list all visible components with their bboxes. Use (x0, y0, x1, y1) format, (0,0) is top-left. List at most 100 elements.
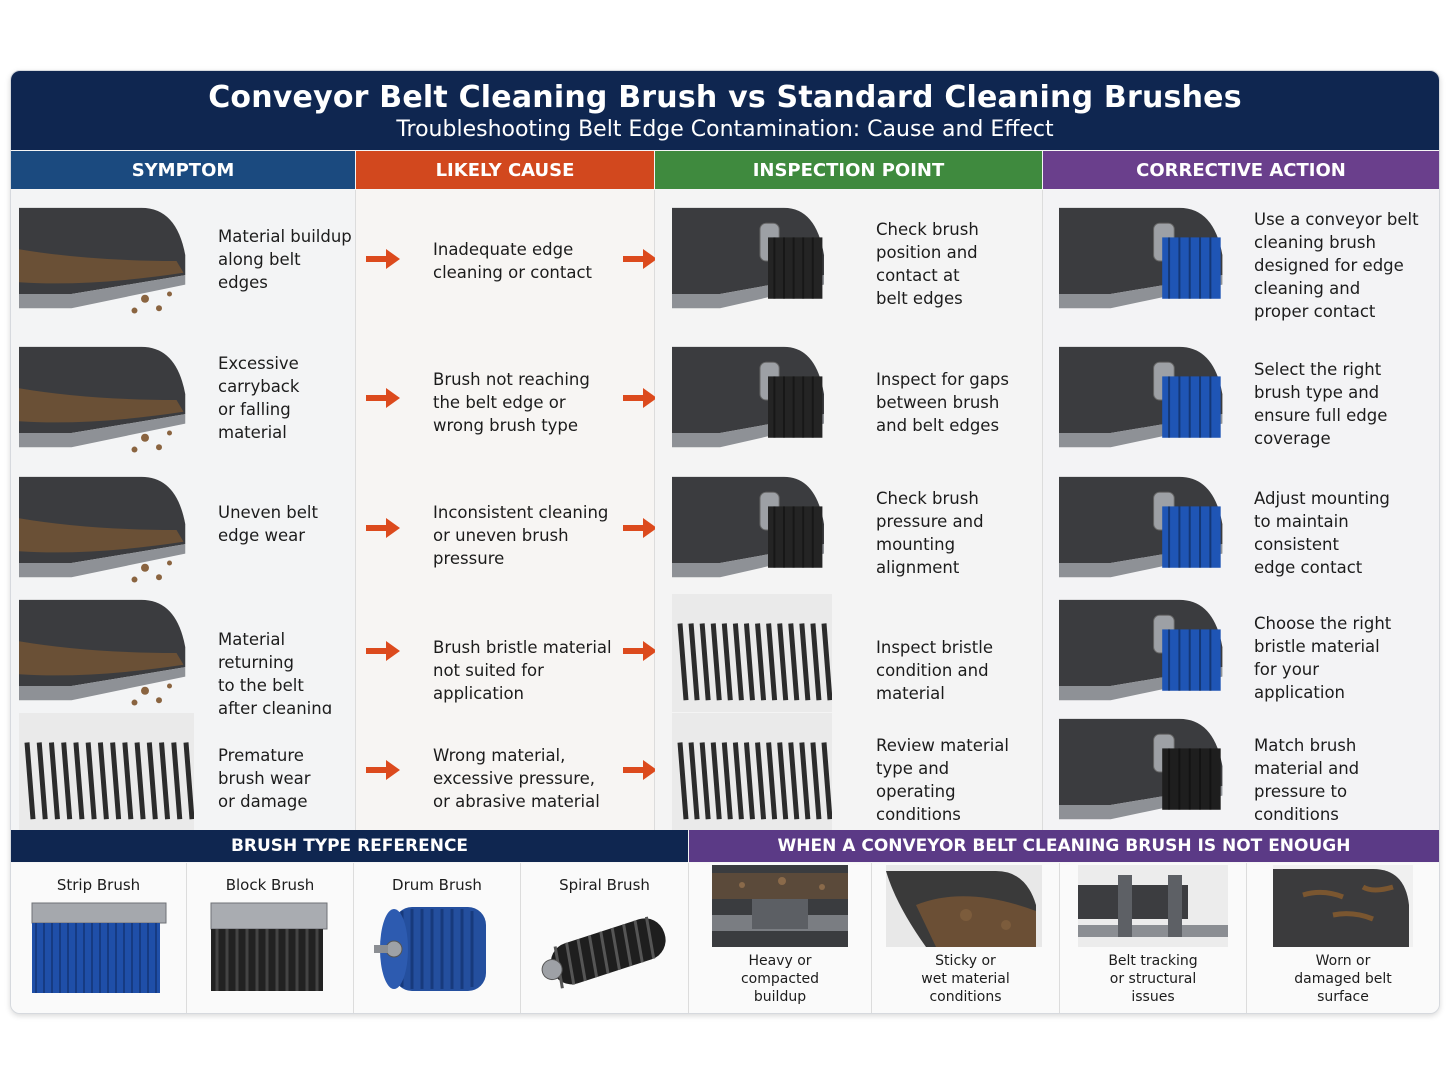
symptom-text: Excessive carryback or falling material (218, 354, 300, 442)
action-image (1059, 207, 1223, 309)
action-cell: Adjust mounting to maintain consistent e… (1043, 467, 1439, 592)
inspection-cell: Review material type and operating condi… (655, 713, 1043, 831)
action-image (1059, 476, 1223, 577)
action-cell: Match brush material and pressure to con… (1043, 714, 1439, 830)
action-image (1059, 346, 1223, 447)
belt-tracking-card: Belt tracking or structural issues (1060, 863, 1247, 1013)
cause-cell: Inadequate edge cleaning or contact (356, 190, 657, 332)
inspection-image (672, 594, 832, 712)
cause-cell: Inconsistent cleaning or uneven brush pr… (356, 467, 657, 592)
sticky-material-label: Sticky or wet material conditions (921, 953, 1010, 1005)
symptom-cell: Premature brush wear or damage (11, 713, 356, 831)
inspection-text: Inspect for gaps between brush and belt … (876, 370, 1009, 435)
symptom-cell: Uneven belt edge wear (11, 467, 356, 592)
action-text: Select the right brush type and ensure f… (1254, 360, 1388, 448)
spiral-brush-label: Spiral Brush (559, 876, 650, 894)
action-cell: Choose the right bristle material for yo… (1043, 592, 1439, 714)
cause-text: Brush not reaching the belt edge or wron… (433, 370, 590, 435)
belt-tracking-label: Belt tracking or structural issues (1108, 953, 1198, 1005)
block-brush-image (210, 902, 328, 991)
drum-brush-image (374, 907, 486, 991)
infographic: Conveyor Belt Cleaning Brush vs Standard… (10, 70, 1440, 1014)
symptom-image (19, 207, 186, 314)
block-brush-label: Block Brush (225, 876, 315, 894)
worn-belt-label: Worn or damaged belt surface (1294, 953, 1392, 1005)
inspection-text: Check brush pressure and mounting alignm… (876, 489, 984, 577)
arrow-right-icon (366, 641, 400, 661)
symptom-image (19, 599, 186, 706)
action-text: Match brush material and pressure to con… (1254, 736, 1360, 824)
action-cell: Use a conveyor belt cleaning brush desig… (1043, 190, 1439, 332)
worn-belt-image (1273, 865, 1413, 947)
inspection-cell: Inspect bristle condition and material (655, 592, 1043, 714)
strip-brush-image (31, 902, 167, 993)
symptom-text: Premature brush wear or damage (218, 746, 311, 811)
cause-text: Wrong material, excessive pressure, or a… (433, 746, 600, 811)
inspection-image (672, 713, 832, 831)
cause-cell: Wrong material, excessive pressure, or a… (356, 714, 657, 830)
arrow-right-icon (366, 387, 400, 408)
symptom-text: Material buildup along belt edges (218, 227, 352, 292)
strip-brush-card: Strip Brush (11, 863, 187, 1013)
arrow-right-icon (623, 760, 657, 780)
inspection-cell: Inspect for gaps between brush and belt … (655, 332, 1043, 467)
cause-text: Inconsistent cleaning or uneven brush pr… (433, 503, 609, 568)
drum-brush-label: Drum Brush (392, 876, 482, 894)
column-header-action: CORRECTIVE ACTION (1043, 151, 1439, 189)
inspection-cell: Check brush pressure and mounting alignm… (655, 467, 1043, 592)
table-row: Premature brush wear or damage Wrong mat… (11, 713, 1439, 831)
symptom-image (19, 476, 186, 583)
page-title: Conveyor Belt Cleaning Brush vs Standard… (208, 80, 1242, 115)
sticky-material-card: Sticky or wet material conditions (872, 863, 1060, 1013)
page-subtitle: Troubleshooting Belt Edge Contamination:… (396, 117, 1054, 142)
symptom-text: Material returning to the belt after cle… (218, 630, 333, 718)
cause-text: Brush bristle material not suited for ap… (433, 638, 612, 703)
symptom-cell: Material returning to the belt after cle… (11, 592, 356, 718)
arrow-right-icon (623, 249, 657, 269)
symptom-cell: Excessive carryback or falling material (11, 332, 356, 467)
sticky-material-image (886, 865, 1042, 947)
action-text: Use a conveyor belt cleaning brush desig… (1254, 210, 1419, 321)
drum-brush-card: Drum Brush (354, 863, 521, 1013)
cause-cell: Brush not reaching the belt edge or wron… (356, 332, 657, 467)
arrow-right-icon (366, 249, 400, 269)
symptom-text: Uneven belt edge wear (218, 503, 318, 545)
block-brush-card: Block Brush (187, 863, 354, 1013)
column-header-inspection: INSPECTION POINT (655, 151, 1042, 189)
action-cell: Select the right brush type and ensure f… (1043, 332, 1439, 467)
title-banner: Conveyor Belt Cleaning Brush vs Standard… (11, 71, 1439, 150)
inspection-image (672, 476, 824, 577)
action-image (1059, 718, 1223, 820)
heavy-buildup-label: Heavy or compacted buildup (740, 953, 820, 1005)
action-text: Adjust mounting to maintain consistent e… (1254, 489, 1390, 577)
action-text: Choose the right bristle material for yo… (1254, 614, 1392, 702)
inspection-text: Inspect bristle condition and material (876, 638, 993, 703)
worn-belt-card: Worn or damaged belt surface (1247, 863, 1439, 1013)
heavy-buildup-card: Heavy or compacted buildup (689, 863, 872, 1013)
belt-tracking-image (1078, 865, 1228, 947)
arrow-right-icon (623, 517, 657, 538)
brush-reference-header: BRUSH TYPE REFERENCE (11, 830, 688, 862)
inspection-text: Check brush position and contact at belt… (876, 220, 979, 308)
arrow-right-icon (366, 760, 400, 780)
table-row: Material buildup along belt edges Inadeq… (11, 190, 1439, 333)
spiral-brush-card: Spiral Brush (521, 863, 689, 1013)
column-header-symptom: SYMPTOM (11, 151, 355, 189)
column-header-cause: LIKELY CAUSE (356, 151, 654, 189)
arrow-right-icon (623, 641, 657, 661)
arrow-right-icon (623, 387, 657, 408)
heavy-buildup-image (712, 865, 848, 947)
symptom-cell: Material buildup along belt edges (11, 190, 356, 332)
inspection-image (672, 207, 824, 309)
cause-text: Inadequate edge cleaning or contact (433, 240, 593, 282)
table-row: Uneven belt edge wear Inconsistent clean… (11, 467, 1439, 593)
symptom-image (19, 713, 194, 831)
inspection-image (672, 346, 824, 447)
cause-cell: Brush bristle material not suited for ap… (356, 592, 657, 714)
inspection-cell: Check brush position and contact at belt… (655, 190, 1043, 332)
not-enough-header: WHEN A CONVEYOR BELT CLEANING BRUSH IS N… (689, 830, 1439, 862)
action-image (1059, 599, 1223, 701)
symptom-image (19, 346, 186, 453)
table-row: Material returning to the belt after cle… (11, 592, 1439, 718)
inspection-text: Review material type and operating condi… (876, 736, 1009, 824)
